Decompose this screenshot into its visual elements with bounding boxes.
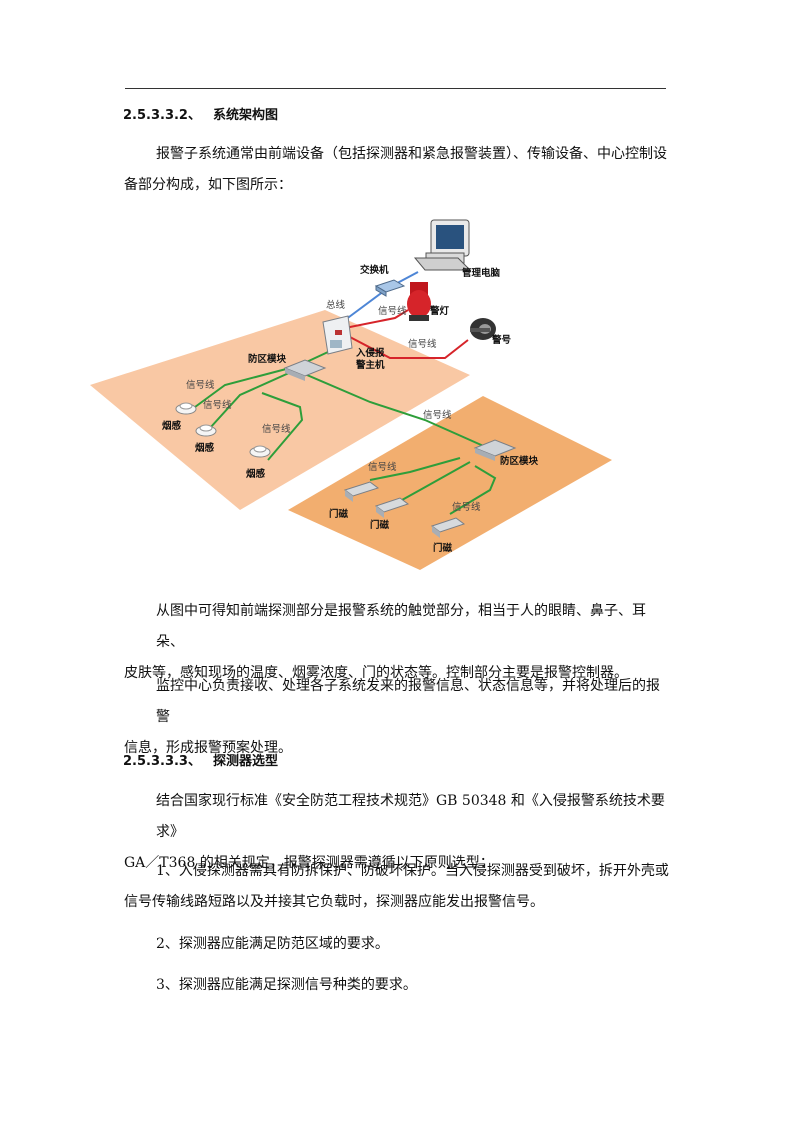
paragraph-rule-3: 3、探测器应能满足探测信号种类的要求。	[124, 970, 669, 1001]
system-architecture-diagram: 交换机 管理电脑 总线 信号线 警灯 信号线 警号 入侵报 警主机 防区模块 烟…	[90, 219, 612, 570]
warning-lamp-icon	[407, 282, 431, 321]
section-number: 2.5.3.3.3、	[123, 754, 201, 769]
management-computer-icon	[413, 219, 472, 271]
paragraph-line: GA／T368 的相关规定，报警探测器需遵循以下原则选型：	[124, 855, 494, 871]
label-door-1: 门磁	[329, 508, 349, 520]
label-smoke-2: 烟感	[195, 442, 215, 454]
section-number: 2.5.3.3.2、	[123, 108, 201, 123]
paragraph-line: 1、入侵探测器需具有防拆保护、防破坏保护。当入侵探测器受到破坏，拆开外壳或	[156, 863, 669, 879]
paragraph-line: 皮肤等，感知现场的温度、烟雾浓度、门的状态等。控制部分主要是报警控制器。	[124, 665, 628, 681]
paragraph-line: 从图中可得知前端探测部分是报警系统的触觉部分，相当于人的眼睛、鼻子、耳朵、	[156, 603, 646, 650]
label-zone-module-1: 防区模块	[248, 353, 287, 365]
label-pc: 管理电脑	[462, 267, 501, 279]
label-signal-d1: 信号线	[368, 461, 397, 473]
paragraph-frontend: 从图中可得知前端探测部分是报警系统的触觉部分，相当于人的眼睛、鼻子、耳朵、 皮肤…	[124, 596, 669, 689]
section-title: 探测器选型	[212, 754, 278, 769]
label-signal-s2: 信号线	[203, 399, 232, 411]
siren-horn-icon	[470, 318, 496, 340]
zone-module-icon	[283, 359, 327, 381]
paragraph-monitoring: 监控中心负责接收、处理各子系统发来的报警信息、状态信息等，并将处理后的报警 信息…	[124, 671, 669, 764]
door-sensor-icon	[374, 497, 410, 518]
label-signal-horn: 信号线	[408, 338, 437, 350]
paragraph-rule-1: 1、入侵探测器需具有防拆保护、防破坏保护。当入侵探测器受到破坏，拆开外壳或 信号…	[124, 856, 669, 918]
label-signal-s3: 信号线	[262, 423, 291, 435]
paragraph-line: 监控中心负责接收、处理各子系统发来的报警信息、状态信息等，并将处理后的报警	[156, 678, 660, 725]
green-signal-lines	[194, 339, 497, 515]
header-rule	[125, 88, 666, 89]
paragraph-line: 信息，形成报警预案处理。	[124, 740, 292, 756]
label-horn: 警号	[492, 334, 512, 346]
paragraph-standards: 结合国家现行标准《安全防范工程技术规范》GB 50348 和《入侵报警系统技术要…	[124, 786, 669, 879]
zone-module-icon	[473, 439, 517, 461]
paragraph-line: 信号传输线路短路以及并接其它负载时，探测器应能发出报警信号。	[124, 894, 544, 910]
label-smoke-3: 烟感	[246, 468, 266, 480]
label-bus: 总线	[326, 299, 346, 311]
smoke-detector-icon	[195, 424, 217, 437]
paragraph-line: 结合国家现行标准《安全防范工程技术规范》GB 50348 和《入侵报警系统技术要…	[156, 793, 665, 840]
red-signal-lines	[344, 309, 469, 359]
paragraph-line: 报警子系统通常由前端设备（包括探测器和紧急报警装置）、传输设备、中心控制设	[156, 146, 667, 162]
section-heading-detector-selection: 2.5.3.3.3、探测器选型	[123, 750, 278, 769]
section-title: 系统架构图	[212, 108, 278, 123]
paragraph-line: 3、探测器应能满足探测信号种类的要求。	[156, 977, 417, 993]
label-door-2: 门磁	[370, 519, 390, 531]
zone-area-right	[288, 396, 612, 570]
paragraph-line: 备部分构成，如下图所示：	[124, 177, 292, 193]
alarm-host-icon	[322, 315, 353, 355]
paragraph-intro: 报警子系统通常由前端设备（包括探测器和紧急报警装置）、传输设备、中心控制设 备部…	[124, 139, 669, 201]
label-zone-module-2: 防区模块	[500, 455, 539, 467]
smoke-detector-icon	[175, 402, 197, 415]
label-signal-main: 信号线	[423, 409, 452, 421]
door-sensor-icon	[430, 517, 466, 538]
label-signal-d3: 信号线	[452, 501, 481, 513]
zone-area-left	[90, 310, 470, 510]
network-switch-icon	[374, 279, 406, 297]
paragraph-rule-2: 2、探测器应能满足防范区域的要求。	[124, 929, 669, 960]
label-signal-lamp: 信号线	[378, 305, 407, 317]
paragraph-line: 2、探测器应能满足防范区域的要求。	[156, 936, 389, 952]
label-door-3: 门磁	[433, 542, 453, 554]
label-signal-s1: 信号线	[186, 379, 215, 391]
smoke-detector-icon	[249, 445, 271, 458]
label-switch: 交换机	[360, 264, 389, 276]
door-sensor-icon	[343, 481, 380, 502]
section-heading-architecture: 2.5.3.3.2、系统架构图	[123, 104, 278, 123]
label-host: 入侵报 警主机	[355, 347, 388, 371]
label-smoke-1: 烟感	[162, 420, 182, 432]
label-lamp: 警灯	[430, 305, 450, 317]
